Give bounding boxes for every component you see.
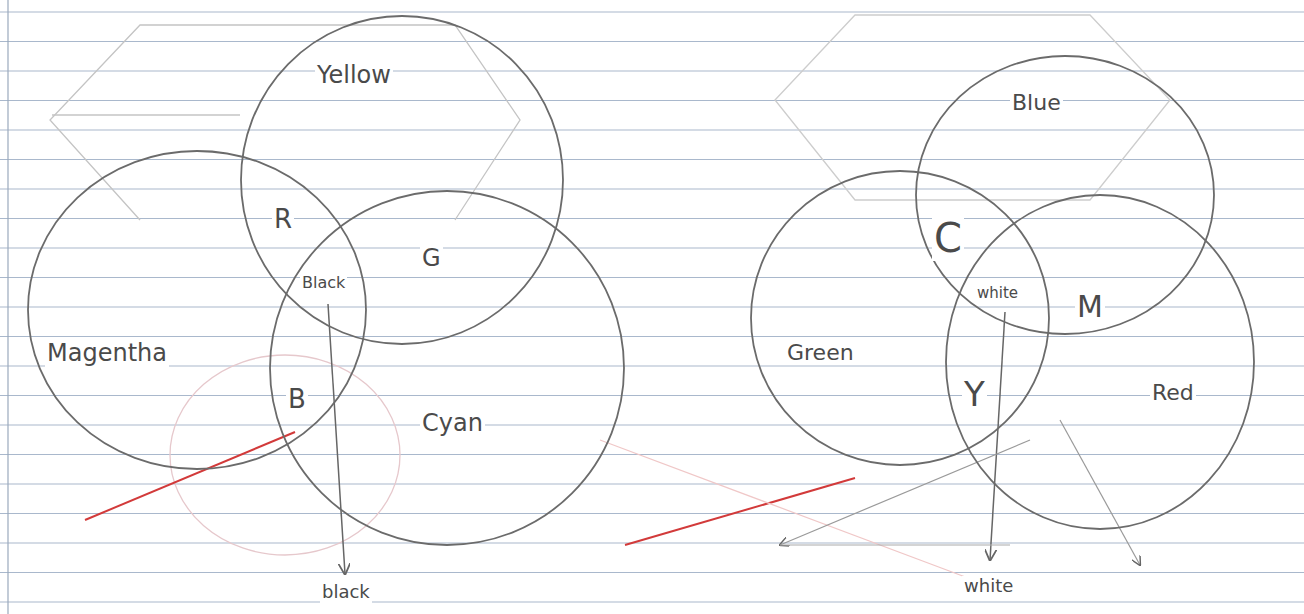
ruled-line <box>0 395 1304 396</box>
circle-label: Blue <box>1010 90 1063 115</box>
result-label: white <box>962 576 1015 597</box>
ruled-line <box>0 572 1304 573</box>
overlap-letter: C <box>932 215 964 261</box>
venn-circle: Yellow <box>240 15 564 345</box>
ruled-line <box>0 542 1304 543</box>
leader-arrow <box>328 304 345 574</box>
ruled-line <box>0 365 1304 366</box>
ruled-line <box>0 277 1304 278</box>
ruled-line <box>0 601 1304 602</box>
overlap-label: Black <box>300 274 347 292</box>
circle-label: Red <box>1150 380 1196 405</box>
circle-outline <box>750 170 1050 466</box>
faint-arrow <box>780 440 1030 545</box>
ruled-line <box>0 159 1304 160</box>
circle-outline <box>269 190 625 546</box>
ruled-line <box>0 129 1304 130</box>
overlap-letter: R <box>272 205 294 235</box>
overlap-letter: G <box>420 245 443 273</box>
circle-label: Magentha <box>45 340 169 368</box>
ruled-line <box>0 424 1304 425</box>
ruled-line <box>0 70 1304 71</box>
faint-line <box>52 114 240 115</box>
ruled-line <box>0 306 1304 307</box>
ruled-line <box>0 188 1304 189</box>
ruled-line <box>0 247 1304 248</box>
margin-line <box>7 0 8 614</box>
ruled-line <box>0 218 1304 219</box>
venn-circle: Magentha <box>27 150 367 470</box>
venn-circle: Cyan <box>269 190 625 546</box>
circle-outline <box>945 194 1255 530</box>
leader-arrow <box>990 312 1005 560</box>
venn-circle: Red <box>945 194 1255 530</box>
faint-arrow <box>1060 420 1140 565</box>
faint-hexagon <box>775 15 1170 200</box>
ruled-line <box>0 100 1304 101</box>
red-stroke <box>85 432 295 520</box>
ruled-line <box>0 41 1304 42</box>
faint-red-stroke <box>600 440 1000 590</box>
faint-line <box>780 544 1010 545</box>
ruled-line <box>0 483 1304 484</box>
ruled-line <box>0 454 1304 455</box>
circle-label: Yellow <box>315 62 393 90</box>
venn-circle: Green <box>750 170 1050 466</box>
result-label: black <box>320 582 372 603</box>
circle-label: Green <box>785 340 856 365</box>
circle-label: Cyan <box>420 410 485 438</box>
circle-outline <box>240 15 564 345</box>
circle-outline <box>27 150 367 470</box>
ruled-line <box>0 336 1304 337</box>
ruled-line <box>0 11 1304 12</box>
ruled-line <box>0 513 1304 514</box>
overlap-letter: B <box>286 385 308 415</box>
overlap-letter: Y <box>962 375 987 414</box>
overlap-letter: M <box>1075 290 1105 325</box>
red-stroke <box>625 478 855 545</box>
overlap-label: white <box>975 285 1020 302</box>
